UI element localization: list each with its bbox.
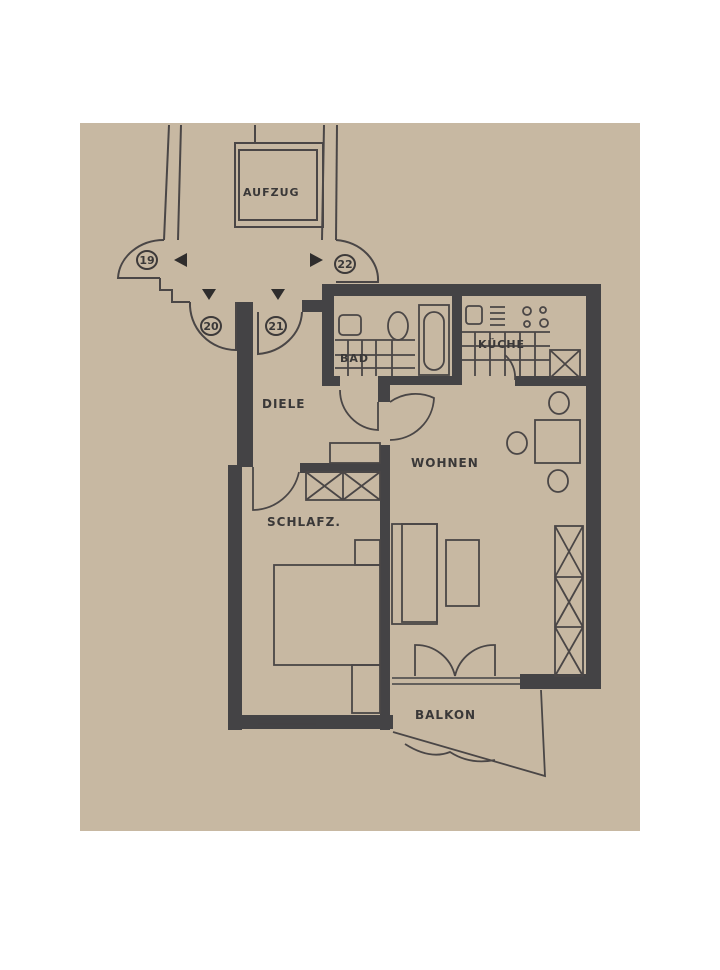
room-label-living: WOHNEN [411, 456, 479, 470]
arrow-down-icon [271, 289, 285, 300]
arrow-left-icon [174, 253, 187, 267]
room-label-bathroom: BAD [340, 352, 369, 365]
apartment-number-20: 20 [203, 320, 219, 333]
room-label-kitchen: KÜCHE [478, 337, 525, 351]
room-label-hall: DIELE [262, 397, 305, 411]
apartment-number-19: 19 [139, 254, 154, 267]
room-label-elevator: AUFZUG [243, 186, 300, 199]
arrow-right-icon [310, 253, 323, 267]
apartment-number-21: 21 [268, 320, 283, 333]
apartment-number-22: 22 [337, 258, 352, 271]
room-label-balcony: BALKON [415, 708, 476, 722]
room-label-bedroom: SCHLAFZ. [267, 515, 341, 529]
arrow-down-icon [202, 289, 216, 300]
